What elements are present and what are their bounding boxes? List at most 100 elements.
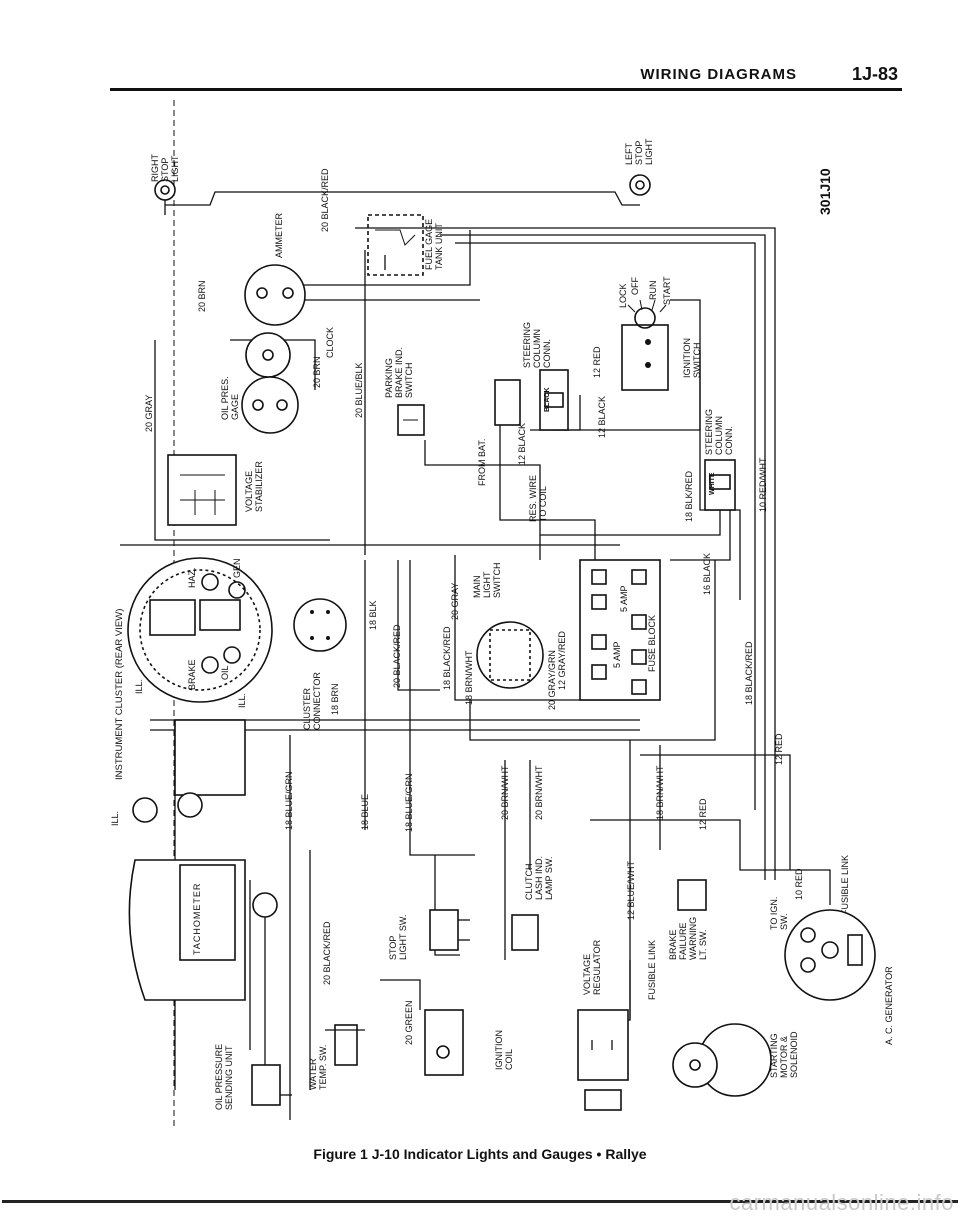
wire-label: 20 GREEN — [404, 1000, 414, 1045]
svg-text:AMMETER: AMMETER — [274, 212, 284, 258]
wire-label: 20 GRAY/GRN — [547, 650, 557, 710]
svg-text:CLOCK: CLOCK — [325, 327, 335, 358]
voltage-stabilizer: VOLTAGE STABILIZER — [167, 454, 264, 526]
label-res-wire-1: RES. WIRE — [528, 475, 538, 522]
steering-column-conn-2: WHITE STEERING COLUMN CONN. — [704, 409, 736, 511]
svg-text:LIGHT: LIGHT — [644, 138, 654, 165]
wire-label: 18 BLUE/GRN — [404, 773, 414, 832]
wire-18-black-red — [454, 555, 640, 701]
scan-edge — [2, 1200, 958, 1203]
wire-res — [540, 505, 721, 536]
voltage-regulator: VOLTAGE REGULATOR — [577, 939, 629, 1111]
ac-generator: A. C. GENERATOR — [784, 909, 894, 1045]
wire-label: 18 BLUE — [360, 794, 370, 830]
wire-label: 20 BRN — [312, 356, 322, 388]
header-rule — [110, 88, 902, 91]
svg-text:BLACK: BLACK — [544, 388, 551, 413]
cluster-speedo-box — [132, 719, 246, 823]
svg-text:ILL.: ILL. — [110, 811, 120, 826]
wire-label: 18 BRN/WHT — [655, 765, 665, 820]
figure-caption: Figure 1 J-10 Indicator Lights and Gauge… — [313, 1146, 647, 1162]
ignition-switch: IGNITION SWITCH LOCK OFF RUN START — [618, 276, 702, 391]
wire-20-gray — [154, 340, 330, 541]
wire-label: 18 BLK/RED — [684, 470, 694, 522]
wire-label: 16 BLACK — [702, 553, 712, 595]
wire-label: 10 RED/WHT — [758, 457, 768, 512]
wire-label: 20 BLACK/RED — [320, 168, 330, 232]
wire-label: 12 BLACK — [517, 423, 527, 465]
wire-label: 20 BRN/WHT — [534, 765, 544, 820]
wire-label: 20 GRAY — [144, 395, 154, 432]
oil-pressure-sending-unit: OIL PRESSURE SENDING UNIT — [214, 1044, 292, 1110]
wire-from-bat — [499, 380, 596, 560]
clutch-lamp-switch: CLUTCH LASH IND. LAMP SW. — [511, 856, 554, 951]
header-page-number: 1J-83 — [851, 64, 898, 84]
svg-text:WATER: WATER — [308, 1058, 318, 1090]
svg-text:FUSE BLOCK: FUSE BLOCK — [647, 615, 657, 672]
svg-text:RUN: RUN — [648, 281, 658, 301]
wire-stop-lights — [165, 191, 640, 206]
svg-text:COLUMN: COLUMN — [532, 329, 542, 368]
water-temp-switch: WATER TEMP. SW. — [308, 1024, 365, 1090]
svg-text:LEFT: LEFT — [624, 142, 634, 165]
tachometer: TACHOMETER — [128, 859, 278, 1001]
svg-text:STOP: STOP — [388, 936, 398, 960]
wire-label: 12 GRAY/RED — [557, 631, 567, 690]
svg-text:MOTOR &: MOTOR & — [779, 1036, 789, 1078]
svg-text:SWITCH: SWITCH — [692, 343, 702, 379]
svg-text:SWITCH: SWITCH — [404, 363, 414, 399]
cluster-connector: CLUSTER CONNECTOR — [293, 598, 347, 730]
wire-label: 20 BLUE/BLK — [354, 362, 364, 418]
svg-text:ILL.: ILL. — [134, 679, 144, 694]
wire-label: 12 RED — [774, 733, 784, 765]
label-res-wire-2: TO COIL — [538, 486, 548, 522]
ammeter: AMMETER — [244, 212, 306, 326]
wire-label: 18 BRN/WHT — [464, 650, 474, 705]
svg-text:A. C. GENERATOR: A. C. GENERATOR — [884, 966, 894, 1045]
svg-text:MAIN: MAIN — [472, 576, 482, 599]
svg-text:OIL PRESSURE: OIL PRESSURE — [214, 1044, 224, 1110]
wire-ammeter-feed — [288, 230, 471, 286]
svg-text:TEMP. SW.: TEMP. SW. — [318, 1045, 328, 1090]
svg-text:OIL PRES.: OIL PRES. — [220, 376, 230, 420]
wire-stop-sw — [434, 855, 460, 956]
instrument-cluster: HAZ. GEN BRAKE OIL ILL. ILL. ILL. INSTRU… — [110, 557, 273, 826]
svg-text:GEN: GEN — [232, 558, 242, 578]
svg-text:HAZ.: HAZ. — [187, 567, 197, 588]
svg-text:WARNING: WARNING — [688, 917, 698, 960]
wire-label: 18 BLACK/RED — [442, 626, 452, 690]
svg-text:OIL: OIL — [220, 665, 230, 680]
svg-text:5 AMP: 5 AMP — [619, 585, 629, 612]
svg-text:PARKING: PARKING — [384, 358, 394, 398]
stop-light-switch: STOP LIGHT SW. — [388, 909, 470, 960]
svg-text:5 AMP: 5 AMP — [612, 641, 622, 668]
svg-text:STABILIZER: STABILIZER — [254, 461, 264, 512]
oil-pres-gage: OIL PRES. GAGE — [220, 376, 299, 434]
svg-text:FUEL GAGE: FUEL GAGE — [424, 219, 434, 270]
wire-label: 12 BLUE/WHT — [626, 860, 636, 920]
ignition-coil: IGNITION COIL — [424, 1009, 514, 1076]
svg-text:TANK UNIT: TANK UNIT — [434, 223, 444, 270]
svg-text:LOCK: LOCK — [618, 283, 628, 308]
svg-text:LIGHT: LIGHT — [170, 155, 180, 182]
svg-text:LAMP SW.: LAMP SW. — [544, 857, 554, 900]
svg-text:CONN.: CONN. — [724, 426, 734, 455]
label-to-ign-2: SW. — [779, 913, 789, 930]
svg-text:SWITCH: SWITCH — [492, 563, 502, 599]
page-header: WIRING DIAGRAMS 1J-83 — [110, 62, 902, 92]
label-from-bat: FROM BAT. — [477, 439, 487, 486]
wire-labels: 20 BLACK/RED 20 BRN 20 BRN 20 GRAY 20 BL… — [144, 168, 804, 1045]
wire-label: 20 BLACK/RED — [392, 624, 402, 688]
label-to-ign-1: TO IGN. — [769, 897, 779, 930]
brake-failure-switch: BRAKE FAILURE WARNING LT. SW. — [668, 879, 708, 960]
svg-text:STEERING: STEERING — [522, 322, 532, 368]
wire-label: 20 BRN — [197, 280, 207, 312]
svg-text:FAILURE: FAILURE — [678, 922, 688, 960]
svg-text:BRAKE: BRAKE — [187, 659, 197, 690]
fuse-block: 5 AMP 5 AMP FUSE BLOCK — [579, 559, 661, 701]
svg-text:REGULATOR: REGULATOR — [592, 939, 602, 995]
svg-text:BRAKE: BRAKE — [668, 929, 678, 960]
wire-20-green — [380, 979, 421, 1010]
wire-parking-brake — [424, 440, 541, 560]
svg-text:LIGHT SW.: LIGHT SW. — [398, 915, 408, 960]
